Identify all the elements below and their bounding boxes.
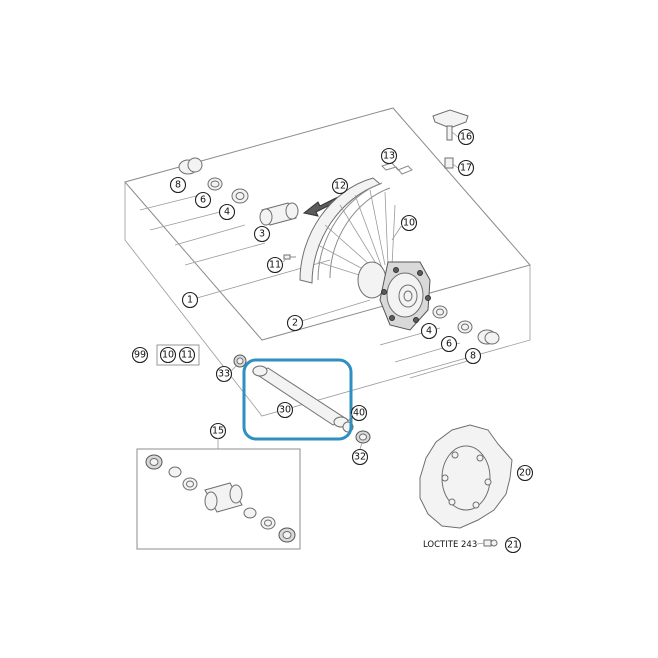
- kit-ring-2: [182, 477, 198, 491]
- leader-line: [452, 163, 459, 169]
- rim-tape: [381, 162, 413, 175]
- callout-99: 99: [131, 346, 149, 364]
- callout-40: 40: [350, 404, 368, 422]
- callout-13: 13: [380, 147, 398, 165]
- leader-line: [281, 258, 287, 264]
- svg-text:8: 8: [470, 351, 476, 362]
- callout-17: 17: [457, 159, 475, 177]
- svg-text:2: 2: [292, 318, 298, 329]
- callout-8-right: 8: [464, 347, 482, 365]
- kit-seal-left: [145, 454, 163, 470]
- svg-text:3: 3: [259, 229, 265, 240]
- svg-text:33: 33: [218, 369, 230, 380]
- spacer-tube: [259, 202, 299, 226]
- svg-text:13: 13: [383, 151, 395, 162]
- svg-text:6: 6: [446, 339, 452, 350]
- left-spacer-ring: [207, 177, 223, 191]
- svg-text:40: 40: [353, 408, 365, 419]
- callout-16: 16: [457, 128, 475, 146]
- svg-text:99: 99: [134, 350, 146, 361]
- svg-text:30: 30: [279, 405, 291, 416]
- axle-nut-33: [233, 354, 247, 368]
- wheel-hub: [357, 261, 431, 331]
- right-seal-ring: [477, 329, 500, 345]
- kit-ring-3: [243, 507, 257, 519]
- rim-lock: [432, 109, 469, 141]
- svg-text:8: 8: [175, 180, 181, 191]
- callout-group-box: [156, 344, 200, 366]
- callout-11-nipple: 11: [266, 256, 284, 274]
- kit-seal-right: [278, 527, 296, 543]
- rim-lock-nut: [444, 157, 454, 169]
- callout-3: 3: [253, 225, 271, 243]
- svg-text:6: 6: [200, 195, 206, 206]
- callout-10-hub: 10: [400, 214, 418, 232]
- svg-text:32: 32: [354, 452, 366, 463]
- callout-32: 32: [351, 448, 369, 466]
- axle-highlight-box: [242, 358, 353, 441]
- callout-6-right: 6: [440, 335, 458, 353]
- callout-1: 1: [181, 291, 199, 309]
- wheel-rim: [299, 177, 391, 284]
- svg-text:21: 21: [507, 540, 519, 551]
- leader-line: [184, 242, 266, 266]
- callout-15: 15: [209, 422, 227, 440]
- callout-30: 30: [276, 401, 294, 419]
- callout-4-left: 4: [218, 203, 236, 221]
- axle-nut-32: [355, 430, 371, 444]
- leader-line: [230, 365, 237, 372]
- kit-ring-4: [260, 516, 276, 530]
- leader-line: [347, 413, 353, 423]
- left-seal-ring: [178, 157, 203, 175]
- leader-line: [359, 442, 363, 450]
- callout-11-group: 11: [178, 346, 196, 364]
- frame-line: [124, 182, 531, 417]
- callout-12: 12: [331, 177, 349, 195]
- svg-text:16: 16: [460, 132, 472, 143]
- left-bearing: [231, 188, 249, 204]
- disc-screw: [483, 539, 498, 547]
- right-spacer-ring: [457, 320, 473, 334]
- leader-line: [139, 194, 201, 211]
- kit-spacer-tube: [204, 482, 243, 513]
- leader-line: [174, 224, 246, 246]
- bearing-kit-frame: [136, 448, 301, 550]
- svg-text:10: 10: [403, 218, 415, 229]
- svg-text:4: 4: [426, 326, 432, 337]
- loctite-label: LOCTITE 243: [423, 540, 477, 550]
- callout-4-right: 4: [420, 322, 438, 340]
- svg-text:17: 17: [460, 163, 472, 174]
- leader-line: [391, 224, 403, 241]
- svg-text:20: 20: [519, 468, 531, 479]
- svg-text:1: 1: [187, 295, 193, 306]
- leader-line: [409, 357, 479, 379]
- kit-ring-1: [168, 466, 182, 478]
- front-axle: [251, 365, 350, 428]
- callout-33: 33: [215, 365, 233, 383]
- svg-text:10: 10: [162, 350, 174, 361]
- leader-line: [476, 542, 485, 545]
- callout-20: 20: [516, 464, 534, 482]
- callout-10-group: 10: [159, 346, 177, 364]
- callout-21: 21: [504, 536, 522, 554]
- brake-disc: [419, 424, 513, 529]
- svg-text:15: 15: [212, 426, 224, 437]
- right-bearing: [432, 305, 448, 319]
- leader-line: [149, 211, 221, 231]
- svg-text:12: 12: [334, 181, 346, 192]
- callout-8-left: 8: [169, 176, 187, 194]
- svg-text:11: 11: [269, 260, 281, 271]
- callout-6-left: 6: [194, 191, 212, 209]
- leader-line: [294, 299, 371, 324]
- spoke-nipple: [283, 254, 296, 260]
- svg-text:11: 11: [181, 350, 193, 361]
- callout-2: 2: [286, 314, 304, 332]
- leader-line: [451, 131, 459, 138]
- svg-text:4: 4: [224, 207, 230, 218]
